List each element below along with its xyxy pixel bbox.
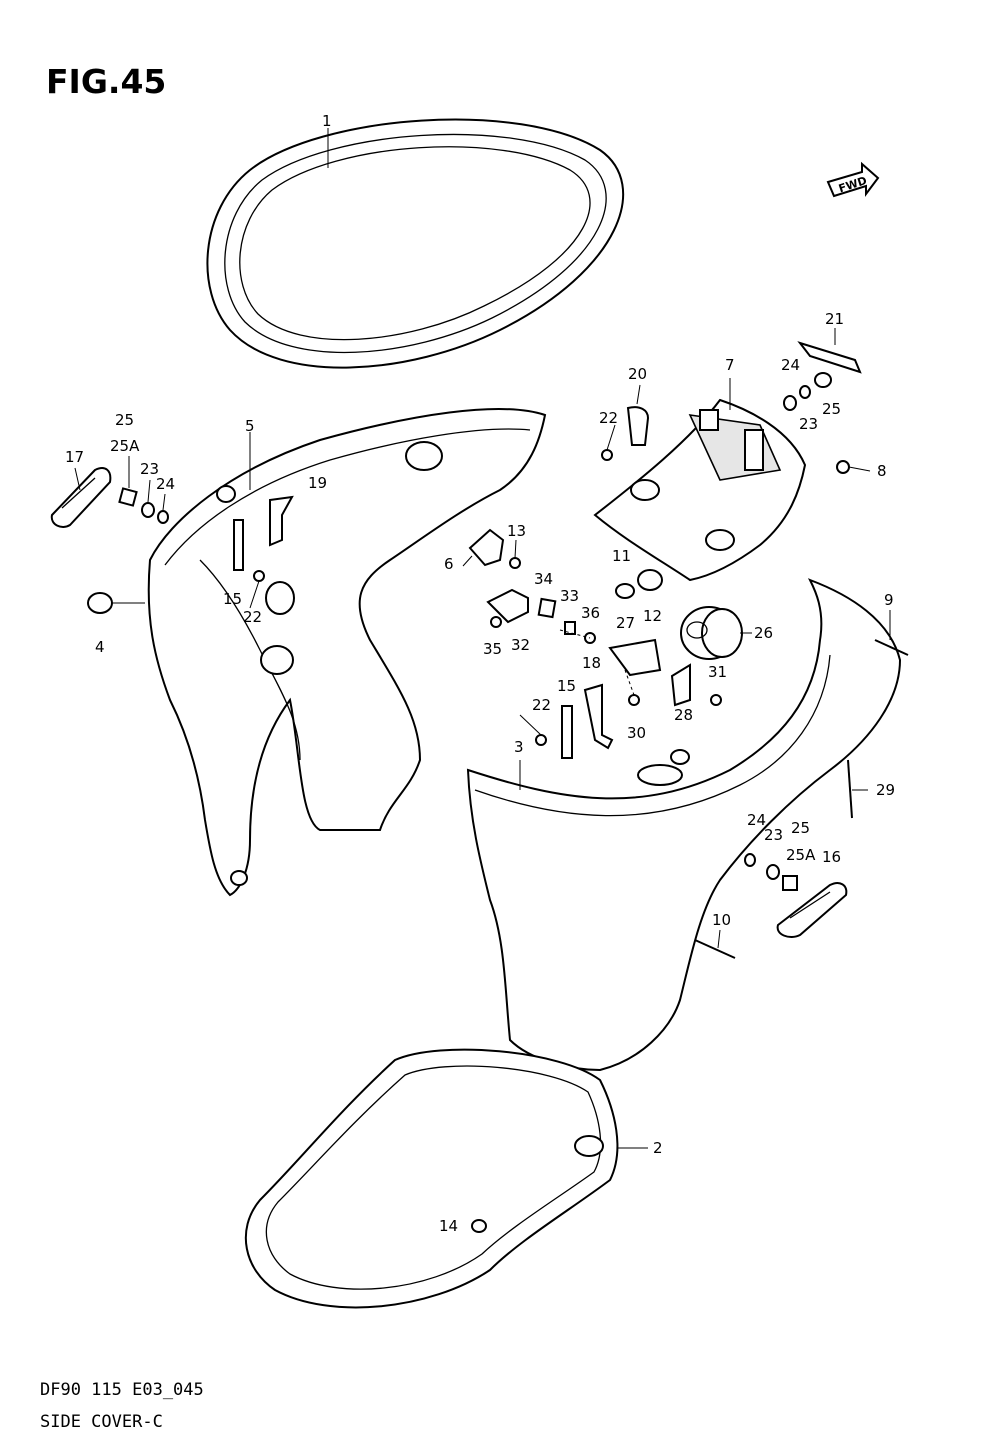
callout-5: 5 — [245, 417, 255, 435]
callout-23-top: 23 — [799, 415, 818, 433]
callout-24-right: 24 — [747, 811, 766, 829]
figure-subtitle: SIDE COVER-C — [40, 1412, 163, 1432]
callout-35: 35 — [483, 640, 502, 658]
part-2-bottom-seal — [244, 1048, 648, 1309]
callout-24-left: 24 — [156, 475, 175, 493]
callout-8: 8 — [877, 462, 887, 480]
callout-22-right: 22 — [532, 696, 551, 714]
callout-25-left: 25 — [115, 411, 134, 429]
callout-13: 13 — [507, 522, 526, 540]
callout-15-left: 15 — [223, 590, 242, 608]
callout-18: 18 — [582, 654, 601, 672]
fwd-direction-badge: FWD — [826, 161, 880, 198]
part-7-top-bracket — [593, 378, 807, 582]
callout-22-left: 22 — [243, 608, 262, 626]
callout-25-top: 25 — [822, 400, 841, 418]
callout-15-right: 15 — [557, 677, 576, 695]
figure-model-code: DF90 115 E03_045 — [40, 1380, 204, 1400]
callout-26: 26 — [754, 624, 773, 642]
callout-19: 19 — [308, 474, 327, 492]
callout-34: 34 — [534, 570, 553, 588]
callout-2: 2 — [653, 1139, 663, 1157]
fasteners — [87, 372, 909, 1233]
callout-31: 31 — [708, 663, 727, 681]
callout-4: 4 — [95, 638, 105, 656]
callout-25a-right: 25A — [786, 846, 816, 864]
callout-labels: 1 2 3 4 5 6 7 8 9 10 11 12 13 14 15 15 1… — [65, 112, 895, 1235]
callout-7: 7 — [725, 356, 735, 374]
callout-6: 6 — [444, 555, 454, 573]
part-5-left-side-cover — [147, 408, 547, 897]
callout-9: 9 — [884, 591, 894, 609]
callout-30: 30 — [627, 724, 646, 742]
part-26-grommet — [680, 606, 752, 660]
callout-36: 36 — [581, 604, 600, 622]
callout-17: 17 — [65, 448, 84, 466]
callout-16: 16 — [822, 848, 841, 866]
callout-1: 1 — [322, 112, 332, 130]
callout-25a-left: 25A — [110, 437, 140, 455]
arrow-right-icon — [826, 161, 880, 198]
callout-29: 29 — [876, 781, 895, 799]
callout-32: 32 — [511, 636, 530, 654]
callout-21: 21 — [825, 310, 844, 328]
callout-11: 11 — [612, 547, 631, 565]
callout-25-right: 25 — [791, 819, 810, 837]
part-17-left-handle — [50, 467, 169, 528]
callout-3: 3 — [514, 738, 524, 756]
part-16-right-handle — [744, 853, 848, 938]
callout-23-left: 23 — [140, 460, 159, 478]
callout-33: 33 — [560, 587, 579, 605]
leader-lines — [74, 384, 891, 949]
part-21-strip — [797, 328, 862, 374]
callout-20: 20 — [628, 365, 647, 383]
callout-22-top: 22 — [599, 409, 618, 427]
callout-24-top: 24 — [781, 356, 800, 374]
callout-10: 10 — [712, 911, 731, 929]
callout-23-right: 23 — [764, 826, 783, 844]
part-1-seal-ring — [206, 118, 625, 369]
callout-12: 12 — [643, 607, 662, 625]
callout-28: 28 — [674, 706, 693, 724]
figure-title: FIG.45 — [46, 62, 167, 101]
callout-27: 27 — [616, 614, 635, 632]
callout-14: 14 — [439, 1217, 458, 1235]
part-3-right-side-cover — [466, 578, 902, 1072]
